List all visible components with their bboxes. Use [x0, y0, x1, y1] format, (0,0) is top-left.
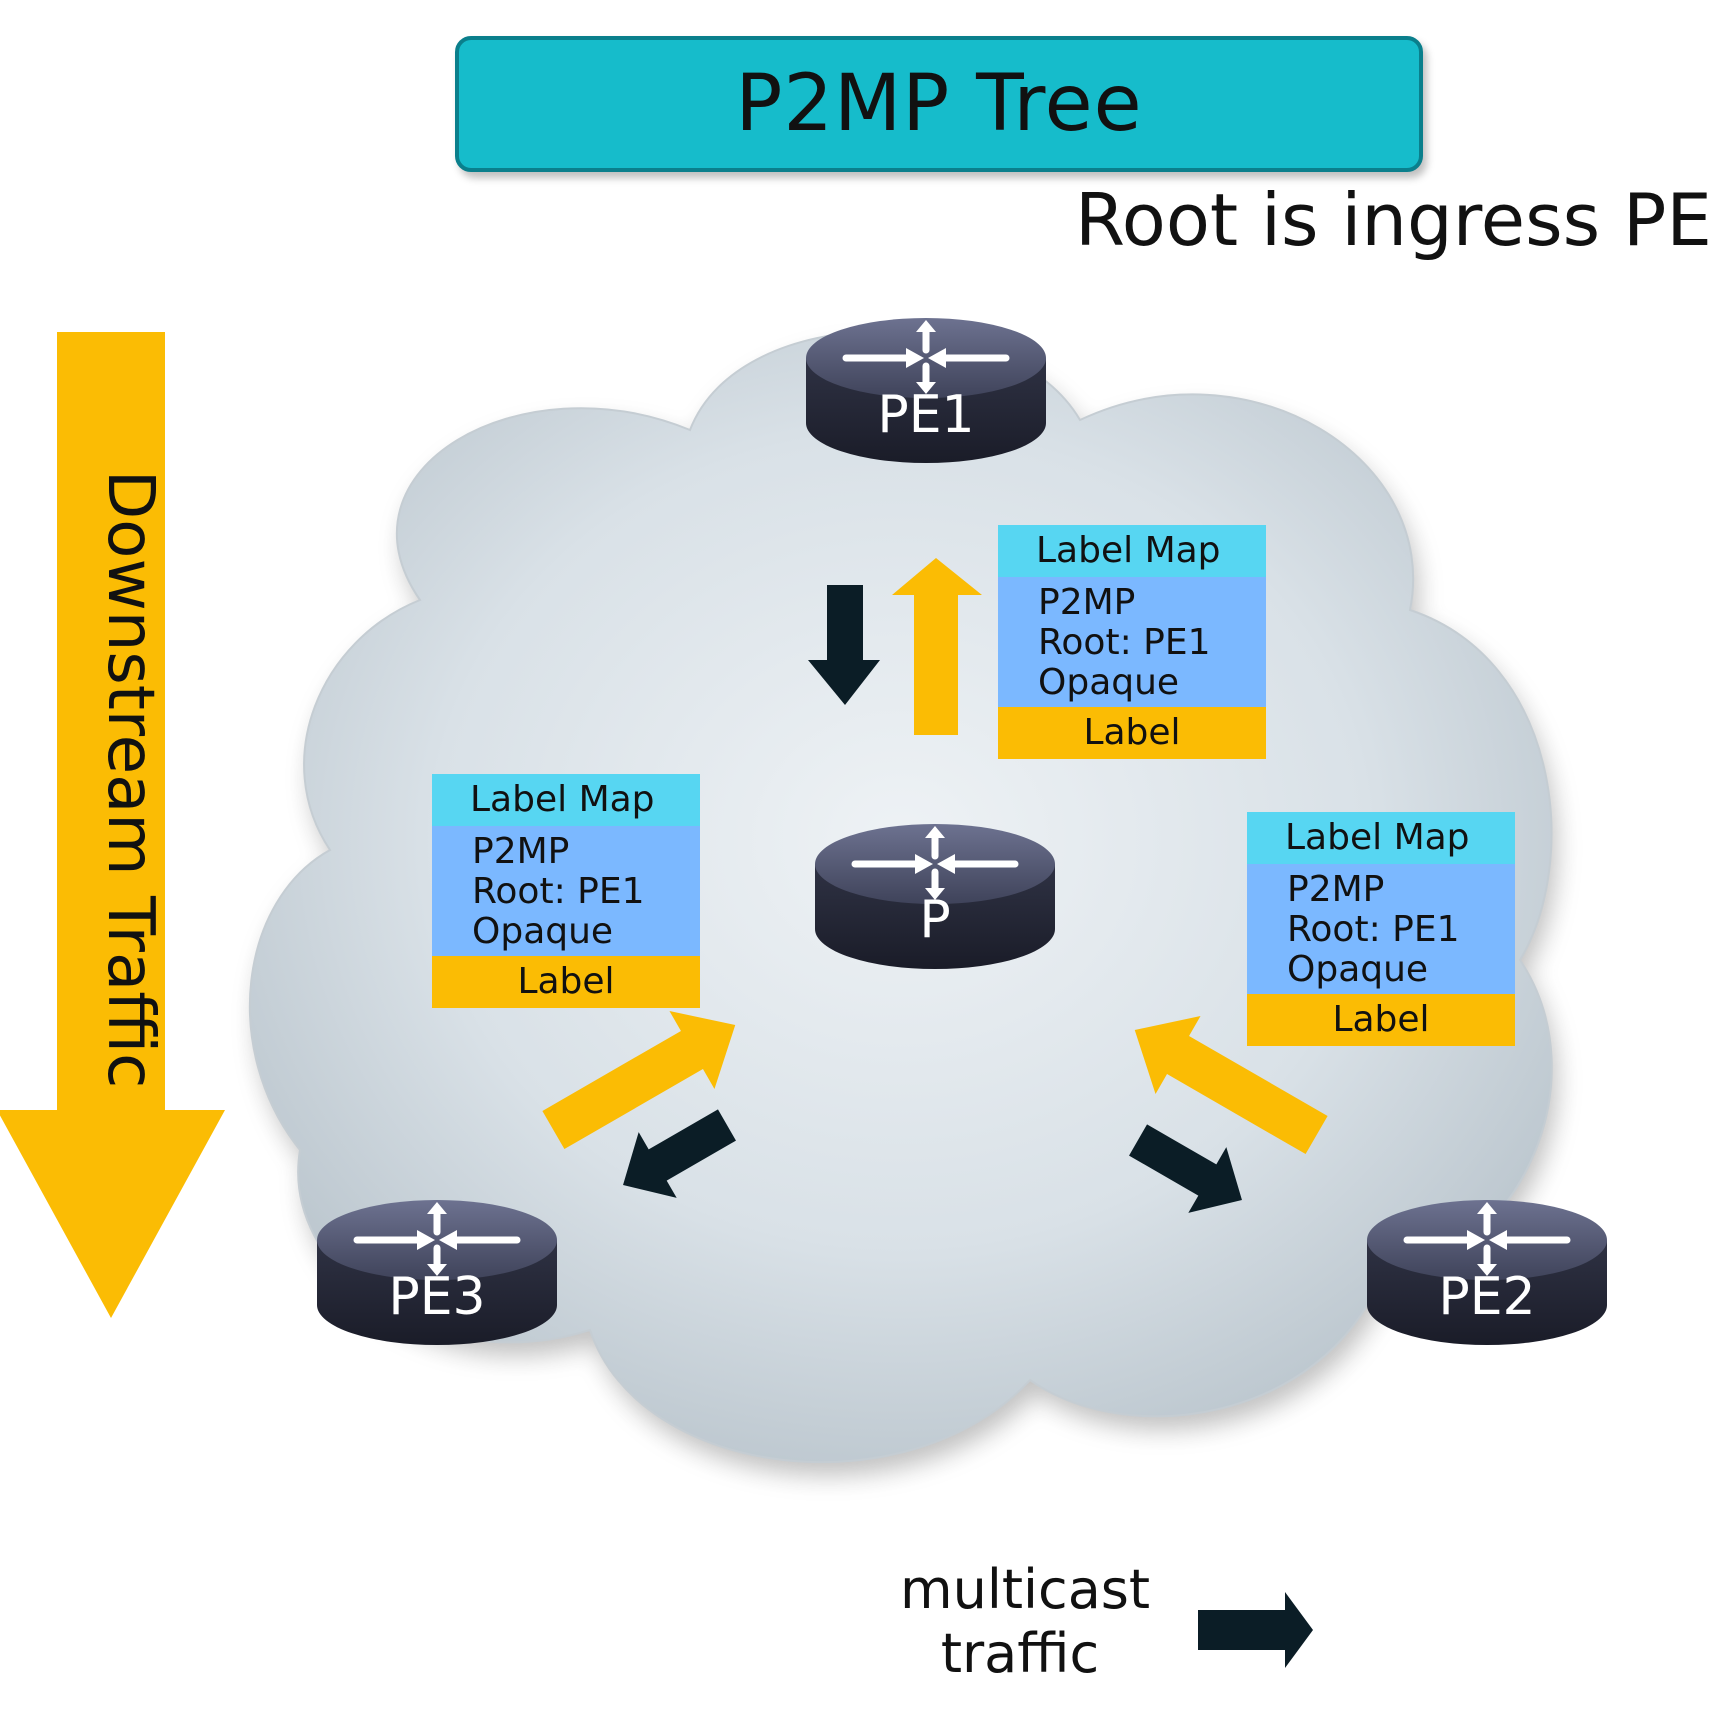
router-pe1-label: PE1	[877, 385, 975, 445]
subtitle: Root is ingress PE	[1075, 178, 1712, 262]
label-map-line: P2MP	[1038, 582, 1136, 623]
label-map-pe2: Label Map P2MP Root: PE1 Opaque Label	[1247, 812, 1515, 1046]
label-map-line: P2MP	[472, 831, 570, 872]
label-map-body: P2MP Root: PE1 Opaque	[432, 826, 700, 956]
downstream-arrow	[0, 332, 225, 1318]
router-pe2-label: PE2	[1438, 1267, 1536, 1327]
label-map-body: P2MP Root: PE1 Opaque	[998, 577, 1266, 707]
label-map-line: Opaque	[1287, 949, 1429, 990]
router-pe3-label: PE3	[388, 1267, 486, 1327]
label-map-arrow-p-to-pe1	[892, 558, 982, 735]
label-map-body: P2MP Root: PE1 Opaque	[1247, 864, 1515, 994]
label-map-pe3: Label Map P2MP Root: PE1 Opaque Label	[432, 774, 700, 1008]
title-text: P2MP Tree	[735, 59, 1143, 149]
legend-multicast-arrow	[1198, 1592, 1313, 1668]
label-map-line: P2MP	[1287, 869, 1385, 910]
label-map-footer: Label	[1247, 994, 1515, 1046]
label-map-pe1: Label Map P2MP Root: PE1 Opaque Label	[998, 525, 1266, 759]
label-map-line: Root: PE1	[1038, 622, 1211, 663]
label-map-footer: Label	[998, 707, 1266, 759]
label-map-arrow-pe3-to-p	[542, 1011, 736, 1150]
label-map-line: Opaque	[1038, 662, 1180, 703]
label-map-line: Opaque	[472, 911, 614, 952]
legend-line-2: traffic	[940, 1622, 1100, 1685]
multicast-arrow-pe1-to-p	[808, 585, 880, 705]
downstream-traffic-label: Downstream Traffic	[93, 470, 167, 1089]
legend-line-1: multicast	[900, 1558, 1151, 1621]
multicast-arrow-p-to-pe3	[623, 1109, 736, 1198]
label-map-header: Label Map	[1247, 812, 1515, 864]
label-map-header: Label Map	[998, 525, 1266, 577]
legend-label: multicast traffic	[900, 1558, 1151, 1686]
router-p-label: P	[919, 890, 951, 950]
label-map-line: Root: PE1	[472, 871, 645, 912]
label-map-header: Label Map	[432, 774, 700, 826]
label-map-line: Root: PE1	[1287, 909, 1460, 950]
label-map-arrow-pe2-to-p	[1134, 1016, 1328, 1155]
label-map-footer: Label	[432, 956, 700, 1008]
title-banner: P2MP Tree	[455, 36, 1423, 172]
multicast-arrow-p-to-pe2	[1129, 1124, 1242, 1213]
